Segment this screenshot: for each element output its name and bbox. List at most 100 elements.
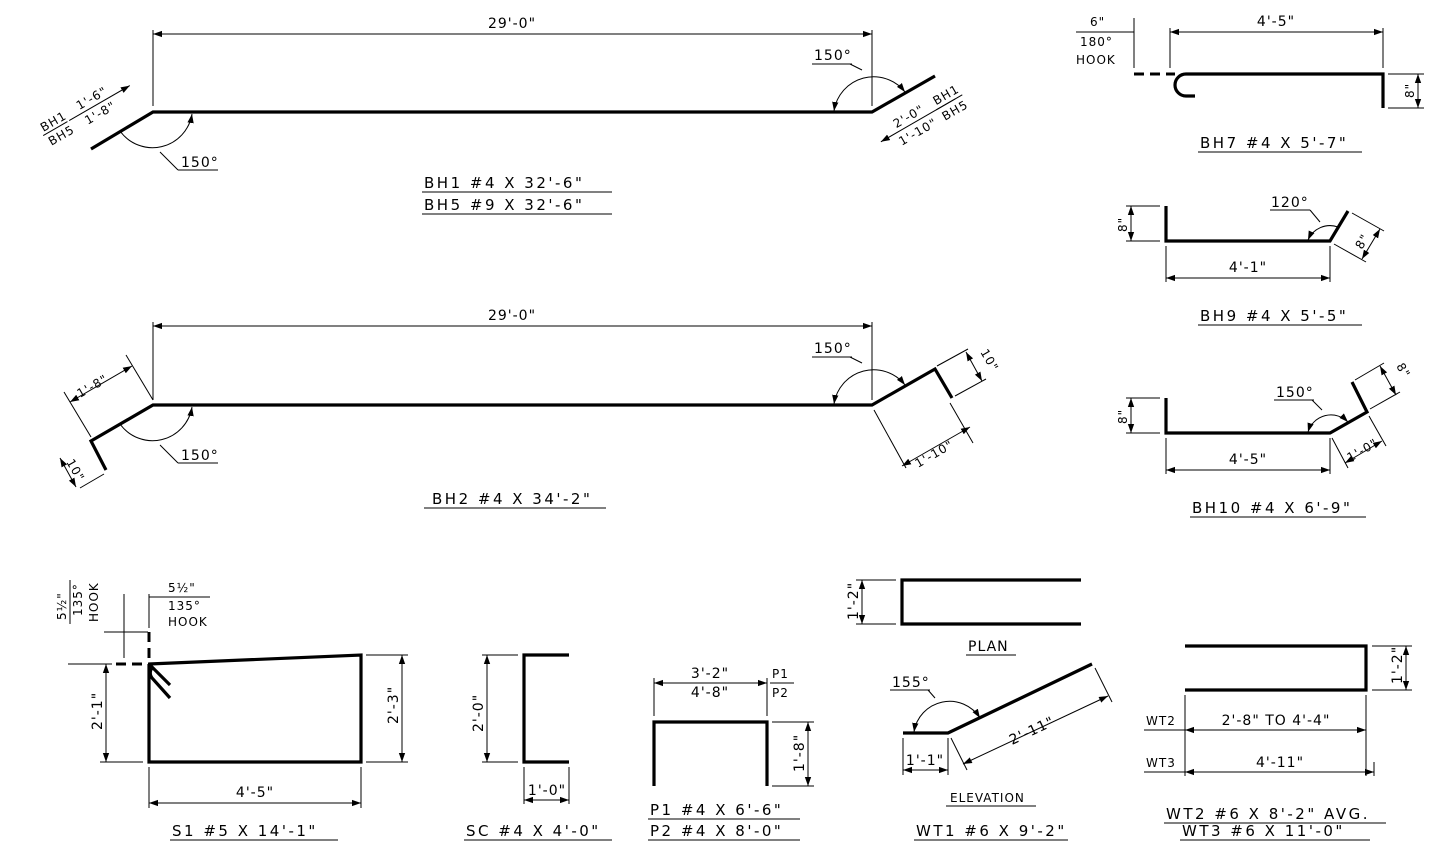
- bh1-bar-shape: [90, 74, 936, 151]
- bar-p1-p2: 3'-2" 4'-8" P1 P2 1'-8" P1 #4 X 6'-6" P2…: [648, 666, 814, 841]
- bh7-dim-top-text: 4'-5": [1257, 14, 1295, 30]
- bh2-angle-arc-right: [832, 369, 906, 405]
- wt1-angle-leader: [927, 689, 936, 699]
- bh9-dim-leg: [1361, 228, 1381, 260]
- s1-dim-left-text: 2'-1": [90, 692, 106, 730]
- wt-dim-wt3-text: 4'-11": [1256, 755, 1304, 771]
- bh10-dim-top-leg: [1379, 365, 1397, 396]
- bh2-right-hook-ext-2: [954, 378, 987, 397]
- bh9-dim-bottom-text: 4'-1": [1229, 260, 1267, 276]
- sc-dim-bottom-text: 1'-0": [528, 783, 566, 799]
- bar-wt1: 1'-2" PLAN 155° 2'-11" 1'-1" ELEVATION W…: [846, 578, 1113, 841]
- s1-hook2-angle: 135°: [168, 599, 201, 613]
- bh9-dim-side-text: 8": [1116, 217, 1130, 232]
- bar-bh2: 29'-0" 150° 150° 1'-8" 10" 10" 1'-10" BH…: [59, 308, 1001, 509]
- s1-hook-2: [148, 667, 172, 700]
- bh2-angle-arc-left: [119, 406, 194, 442]
- bh2-angle-right-text: 150°: [814, 341, 852, 357]
- bh2-angle-leader-right: [849, 356, 863, 364]
- bh10-angle-text: 150°: [1276, 385, 1314, 401]
- bh10-dim-bottom-text: 4'-5": [1229, 452, 1267, 468]
- bh10-bar-shape: [1164, 381, 1370, 435]
- bh7-hook-angle: 180°: [1080, 35, 1113, 49]
- bh10-dim-side-text: 8": [1116, 409, 1130, 424]
- s1-bar-shape: [147, 653, 363, 764]
- bh7-hook-len: 6": [1090, 15, 1105, 29]
- s1-label: S1 #5 X 14'-1": [172, 822, 318, 840]
- bh1-angle-left-text: 150°: [181, 155, 219, 171]
- bh2-left-ext-1: [63, 391, 92, 438]
- bh10-label: BH10 #4 X 6'-9": [1192, 499, 1352, 517]
- bh2-bar-shape: [88, 366, 954, 471]
- wt1-slope-ext-2: [1094, 667, 1113, 703]
- bh2-angle-leader-left: [159, 444, 179, 464]
- wt1-elev-shape: [903, 662, 1093, 735]
- bh9-angle-text: 120°: [1271, 195, 1309, 211]
- bh7-label: BH7 #4 X 5'-7": [1200, 134, 1348, 152]
- bh2-left-ext-2: [125, 354, 154, 401]
- bh10-dim-top-leg-text: 8": [1393, 361, 1413, 381]
- bh9-angle-leader: [1309, 209, 1321, 223]
- wt-label-1: WT2 #6 X 8'-2" AVG.: [1166, 805, 1370, 823]
- wt1-angle-text: 155°: [892, 675, 930, 691]
- wt-bar-shape: [1185, 644, 1368, 692]
- bh1-label-2: BH5 #9 X 32'-6": [424, 196, 584, 214]
- bh9-bar-shape: [1164, 206, 1350, 243]
- bh1-right-leg-dims: 2'-0" 1'-10" BH1 BH5: [880, 82, 971, 149]
- bh10-angle-arc: [1307, 413, 1349, 433]
- bh2-left-hook-ext: [79, 473, 105, 489]
- bh1-right-tag-divider: [936, 94, 963, 111]
- bh1-angle-arc-left: [119, 113, 194, 149]
- wt1-dim-slope: [962, 695, 1109, 765]
- bar-bh10: 8" 150° 4'-5" 1'-0" 8" BH10 #4 X 6'-9": [1116, 361, 1413, 518]
- wt-label-2: WT3 #6 X 11'-0": [1182, 822, 1345, 840]
- bh1-dim-top-text: 29'-0": [488, 16, 536, 32]
- wt1-slope-ext-1: [950, 737, 968, 771]
- bar-bh9: 8" 120° 4'-1" 8" BH9 #4 X 5'-5": [1116, 195, 1385, 326]
- bh9-leg-ext-1: [1333, 243, 1367, 263]
- s1-hook2-word: HOOK: [168, 615, 208, 629]
- bh9-dim-leg-text: 8": [1352, 231, 1372, 251]
- sc-dim-side-text: 2'-0": [471, 694, 487, 732]
- bh1-left-dim-line: [68, 85, 131, 122]
- s1-dim-right-text: 2'-3": [386, 686, 402, 724]
- bh2-right-hook-text: 10": [977, 347, 1001, 375]
- wt1-plan-label: PLAN: [968, 639, 1009, 655]
- bh1-angle-leader-left: [159, 151, 179, 171]
- wt-dim-side-text: 1'-2": [1390, 646, 1406, 684]
- p-dim-p2-text: 4'-8": [691, 685, 729, 701]
- bh10-leg-ext-2: [1368, 415, 1387, 447]
- bar-sc: 2'-0" 1'-0" SC #4 X 4'-0": [464, 653, 612, 841]
- bh2-left-hook-dim: [59, 457, 77, 488]
- wt1-elev-label: ELEVATION: [950, 791, 1025, 805]
- bh2-right-ext-1: [873, 409, 907, 469]
- wt1-plan-shape: [900, 578, 1081, 626]
- bh2-right-dim-line: [901, 426, 971, 467]
- bh2-right-hook-ext-1: [936, 348, 969, 367]
- bar-bh7: 6" 180° HOOK 4'-5" 8" BH7 #4 X 5'-7": [1076, 14, 1424, 153]
- p-tag-p1: P1: [772, 667, 789, 681]
- bh7-hook-word: HOOK: [1076, 53, 1116, 67]
- bh2-left-dim-line: [69, 365, 133, 403]
- wt-tag-wt3: WT3: [1146, 756, 1176, 770]
- bh7-dim-side-text: 8": [1403, 83, 1417, 98]
- bh2-label: BH2 #4 X 34'-2": [432, 490, 592, 508]
- bh7-bar-shape: [1173, 72, 1385, 108]
- bh2-angle-left-text: 150°: [181, 448, 219, 464]
- bh1-label-1: BH1 #4 X 32'-6": [424, 174, 584, 192]
- bh1-angle-leader-right: [849, 63, 863, 71]
- bh1-left-tag-divider: [42, 121, 68, 137]
- bh10-angle-leader: [1311, 399, 1323, 411]
- sc-label: SC #4 X 4'-0": [466, 822, 601, 840]
- s1-hook-1: [147, 662, 172, 687]
- wt1-label: WT1 #6 X 9'-2": [916, 822, 1067, 840]
- bar-s1: 5½" 135° HOOK 5½" 135° HOOK 2'-1" 2'-3" …: [55, 580, 408, 841]
- bh1-angle-right-text: 150°: [814, 48, 852, 64]
- bh10-dim-leg-text: 1'-0": [1345, 436, 1381, 465]
- bar-bh1-bh5: 29'-0" 150° 150° BH1 BH5 1'-6" 1'-8" 2'-…: [38, 16, 971, 215]
- bh10-dim-leg: [1344, 440, 1383, 464]
- bh9-angle-arc: [1307, 225, 1339, 241]
- bh2-dim-top-text: 29'-0": [488, 308, 536, 324]
- s1-hook2-len: 5½": [168, 581, 196, 595]
